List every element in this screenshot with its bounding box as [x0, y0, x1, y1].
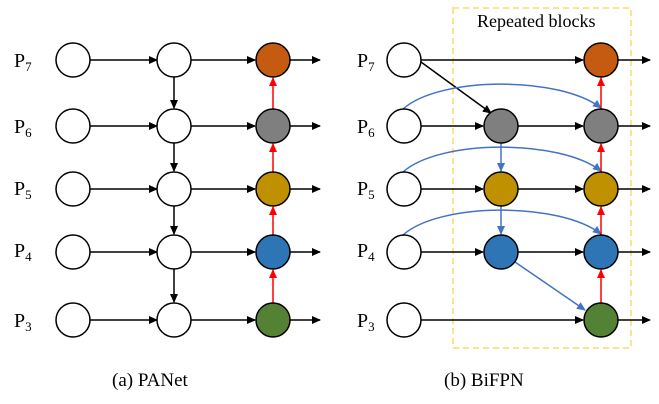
panet-input-node-p6: [55, 108, 91, 144]
bifpn-output-node-p5: [583, 171, 619, 207]
bifpn-output-node-p4: [583, 234, 619, 270]
panet-topdown-node-p7: [156, 42, 192, 78]
panet-input-node-p3: [55, 302, 91, 338]
repeated-blocks-label: Repeated blocks: [477, 11, 595, 31]
bifpn-diagonal-arrow-p4-p3: [514, 261, 586, 311]
bifpn-input-node-p5: [386, 171, 422, 207]
panet-output-node-p5: [255, 171, 291, 207]
bifpn-intermediate-node-p5: [483, 171, 519, 207]
panet-input-node-p5: [55, 171, 91, 207]
panet-topdown-node-p6: [156, 108, 192, 144]
panet-output-node-p7: [255, 42, 291, 78]
panet-input-node-p4: [55, 234, 91, 270]
bifpn-input-node-p6: [386, 108, 422, 144]
bifpn-level-labels: P7 P6 P5 P4 P3: [357, 50, 375, 334]
bifpn-blue-arrows: [402, 83, 602, 311]
panet-label-p6: P6: [14, 116, 32, 140]
bifpn-output-node-p3: [583, 302, 619, 338]
bifpn-input-node-p7: [386, 42, 422, 78]
bifpn-label-p7: P7: [357, 50, 375, 74]
bifpn-input-node-p3: [386, 302, 422, 338]
bifpn-caption: (b) BiFPN: [444, 370, 524, 391]
panet-output-node-p3: [255, 302, 291, 338]
bifpn-intermediate-node-p6: [483, 108, 519, 144]
panet-input-node-p7: [55, 42, 91, 78]
panet-output-node-p4: [255, 234, 291, 270]
bifpn-skip-curve-p4: [402, 209, 602, 236]
panet-label-p4: P4: [14, 240, 32, 264]
bifpn-panel: Repeated blocks P7 P6 P5 P4 P3: [357, 7, 651, 391]
panet-nodes: [55, 42, 291, 338]
panet-topdown-node-p5: [156, 171, 192, 207]
panet-topdown-node-p3: [156, 302, 192, 338]
panet-level-labels: P7 P6 P5 P4 P3: [14, 50, 32, 334]
bifpn-intermediate-node-p4: [483, 234, 519, 270]
bifpn-nodes: [386, 42, 619, 338]
bifpn-skip-curve-p5: [402, 146, 602, 173]
repeated-blocks-box: [452, 7, 632, 349]
bifpn-label-p3: P3: [357, 310, 375, 334]
bifpn-input-node-p4: [386, 234, 422, 270]
panet-label-p5: P5: [14, 178, 32, 202]
panet-label-p3: P3: [14, 310, 32, 334]
bifpn-output-node-p7: [583, 42, 619, 78]
panet-caption: (a) PANet: [112, 370, 189, 391]
panet-topdown-node-p4: [156, 234, 192, 270]
panet-lateral-arrows: [90, 56, 321, 324]
bifpn-label-p5: P5: [357, 178, 375, 202]
bifpn-output-node-p6: [583, 108, 619, 144]
panet-output-node-p6: [255, 108, 291, 144]
bifpn-label-p6: P6: [357, 116, 375, 140]
panet-panel: P7 P6 P5 P4 P3: [14, 42, 321, 391]
bifpn-label-p4: P4: [357, 240, 375, 264]
bifpn-skip-curve-p6: [402, 83, 602, 110]
panet-label-p7: P7: [14, 50, 32, 74]
